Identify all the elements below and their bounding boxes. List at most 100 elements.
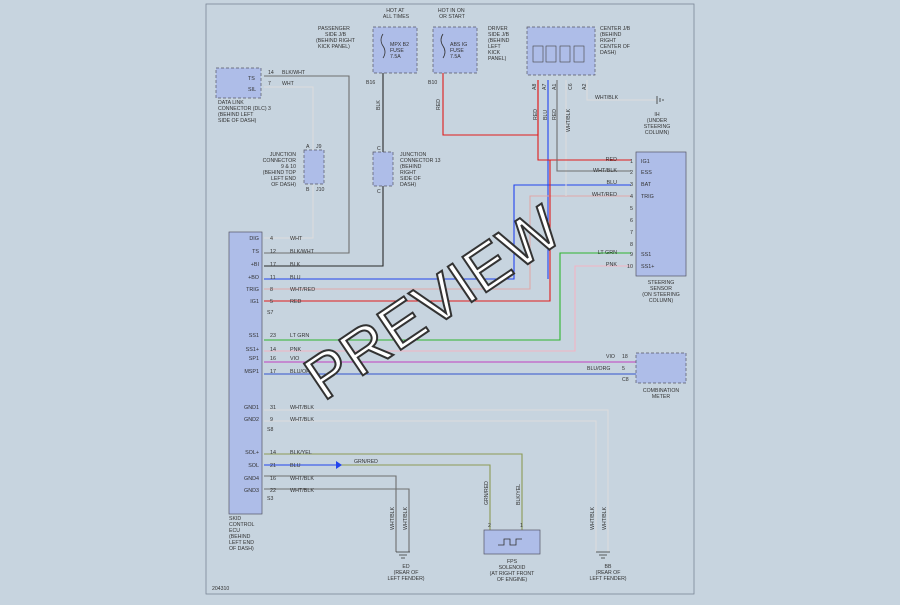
svg-text:A1: A1: [552, 84, 558, 90]
svg-text:WHT/BLK: WHT/BLK: [390, 506, 396, 530]
ecu-pin-name: GND3: [244, 488, 259, 494]
ecu-pin-name: TRIG: [246, 287, 259, 293]
ecu-pin-name: SS1+: [246, 347, 259, 353]
steering-pin-num: 9: [630, 252, 633, 258]
ecu-pin-num: 22: [270, 488, 276, 494]
steering-pin-num: 4: [630, 194, 633, 200]
svg-text:RED: RED: [552, 109, 558, 120]
wire-red-ig1: [264, 159, 631, 302]
ecu-pin-wire: WHT: [290, 236, 303, 242]
steering-pin-wire: WHT/BLK: [593, 168, 617, 174]
wire-blu-bat: [264, 184, 631, 280]
svg-text:BLK/YEL: BLK/YEL: [516, 484, 522, 505]
ecu-pin-num: 11: [270, 275, 276, 281]
ecu-pin-name: SS1: [249, 333, 259, 339]
svg-text:2: 2: [488, 523, 491, 529]
ecu-pin-wire: BLU: [290, 275, 301, 281]
wire-dlc-sil: [264, 86, 314, 150]
ecu-pin-num: 21: [270, 463, 276, 469]
steering-pin-name: SS1: [641, 252, 651, 258]
dlc-pin-ts: TS: [248, 76, 255, 82]
wire-grn-red: [338, 464, 491, 530]
svg-text:5: 5: [622, 366, 625, 372]
wire-gnd4: [264, 475, 397, 552]
dlc-box: [215, 67, 262, 99]
svg-text:BLK: BLK: [376, 100, 382, 110]
wire-ih-ground: [586, 80, 657, 101]
svg-text:GRN/RED: GRN/RED: [484, 481, 490, 505]
fuse-area: HOT AT ALL TIMES HOT IN ON OR START MPX …: [316, 8, 510, 110]
ground-bb-icon: [596, 551, 610, 559]
ecu-pin-num: 5: [270, 299, 273, 305]
ecu-pin-num: 14: [270, 347, 276, 353]
wire-ss1plus: [264, 265, 631, 352]
steering-sensor-box: [635, 151, 687, 277]
ecu-pin-wire: WHT/BLK: [290, 417, 314, 423]
diagram-id: 204310: [212, 586, 229, 592]
steering-pin-wire: RED: [606, 157, 617, 163]
ecu-pin-wire: BLK/YEL: [290, 450, 312, 456]
ecu-pin-name: SP1: [249, 356, 259, 362]
steering-pin-num: 6: [630, 218, 633, 224]
wire-blk-bi: [264, 70, 384, 267]
svg-text:J9: J9: [316, 144, 322, 150]
ecu-pin-wire: LT GRN: [290, 333, 309, 339]
ecu-pin-wire: WHT/RED: [290, 287, 315, 293]
steering-pin-num: 5: [630, 206, 633, 212]
ecu-pin-name: TS: [252, 249, 259, 255]
wire-dlc-ts: [264, 75, 350, 254]
ecu-pin-num: 16: [270, 356, 276, 362]
svg-text:A: A: [306, 144, 310, 150]
ecu-pin-num: 16: [270, 476, 276, 482]
ecu-pin-wire: BLU: [290, 463, 301, 469]
svg-text:WHT: WHT: [282, 81, 295, 87]
steering-pin-wire: LT GRN: [598, 250, 617, 256]
conn-b10: B10: [428, 80, 437, 86]
fuse-abs-icon: [440, 33, 446, 59]
svg-text:C8: C8: [622, 377, 629, 383]
svg-text:BLU/ORG: BLU/ORG: [587, 366, 610, 372]
driver-jb-box: [432, 26, 478, 74]
steering-pin-num: 10: [627, 264, 633, 270]
wire-sol-plus: [264, 453, 523, 530]
junction-9-10-box: [303, 149, 325, 185]
ecu-pin-num: 23: [270, 333, 276, 339]
ecu-pin-wire: VIO: [290, 356, 299, 362]
ecu-pin-name: GND2: [244, 417, 259, 423]
svg-text:A2: A2: [582, 84, 588, 90]
ground-ih-icon: [656, 96, 664, 104]
steering-pin-name: ESS: [641, 170, 652, 176]
ecu-pin-name: SOL+: [245, 450, 259, 456]
svg-text:VIO: VIO: [606, 354, 615, 360]
svg-text:7: 7: [268, 81, 271, 87]
svg-text:BLU: BLU: [543, 110, 549, 120]
ecu-pin-name: +BO: [248, 275, 259, 281]
svg-text:GRN/RED: GRN/RED: [354, 459, 378, 465]
svg-text:WHT/BLK: WHT/BLK: [595, 95, 619, 101]
ecu-pin-name: GND4: [244, 476, 259, 482]
svg-text:14: 14: [268, 70, 274, 76]
conn-b16: B16: [366, 80, 375, 86]
ecu-pin-wire: WHT/BLK: [290, 476, 314, 482]
diagram-sheet: [205, 3, 695, 595]
svg-text:J10: J10: [316, 187, 324, 193]
ecu-box: [228, 231, 263, 515]
svg-text:C6: C6: [568, 83, 574, 90]
svg-text:HOT IN ON OR START: HOT IN ON OR START: [438, 8, 466, 20]
ecu-pin-name: MSP1: [244, 369, 259, 375]
